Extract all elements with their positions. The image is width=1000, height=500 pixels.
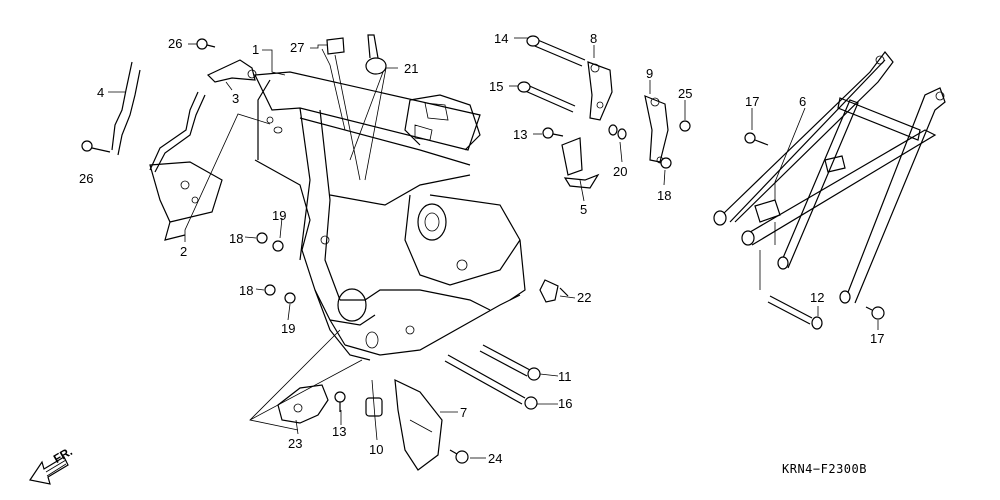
callout-20: 20 — [613, 164, 628, 179]
callout-26: 26 — [168, 36, 183, 51]
bolt-parts-top-right — [517, 35, 691, 189]
callout-17: 17 — [870, 331, 885, 346]
callout-1: 1 — [252, 42, 260, 57]
callout-22: 22 — [577, 290, 592, 305]
bracket-parts-left — [81, 38, 257, 241]
callout-13: 13 — [332, 424, 347, 439]
callout-6: 6 — [799, 94, 807, 109]
bolt-parts-bottom — [277, 344, 541, 471]
clip-parts-top — [326, 34, 387, 75]
callout-17: 17 — [745, 94, 760, 109]
callout-26: 26 — [79, 171, 94, 186]
callout-2: 2 — [180, 244, 188, 259]
callout-21: 21 — [404, 61, 419, 76]
callout-8: 8 — [590, 31, 598, 46]
subframe-part — [713, 51, 946, 330]
callout-10: 10 — [369, 442, 384, 457]
callout-5: 5 — [580, 202, 588, 217]
callout-19: 19 — [281, 321, 296, 336]
callout-25: 25 — [678, 86, 693, 101]
callout-18: 18 — [239, 283, 254, 298]
callout-11: 11 — [558, 369, 572, 384]
callout-18: 18 — [657, 188, 672, 203]
callout-23: 23 — [288, 436, 303, 451]
callout-7: 7 — [460, 405, 468, 420]
main-frame-part — [254, 71, 526, 361]
callout-3: 3 — [232, 91, 240, 106]
callout-4: 4 — [97, 85, 105, 100]
callout-16: 16 — [558, 396, 573, 411]
callout-12: 12 — [810, 290, 825, 305]
callout-15: 15 — [489, 79, 504, 94]
washer-parts-center — [256, 232, 569, 304]
callout-14: 14 — [494, 31, 509, 46]
leader-lines — [108, 37, 879, 459]
callout-9: 9 — [646, 66, 654, 81]
callout-18: 18 — [229, 231, 244, 246]
diagram-code: KRN4−F2300B — [782, 462, 867, 476]
callout-27: 27 — [290, 40, 305, 55]
callout-13: 13 — [513, 127, 528, 142]
front-direction-arrow — [29, 456, 69, 485]
callout-19: 19 — [272, 208, 287, 223]
callout-24: 24 — [488, 451, 503, 466]
